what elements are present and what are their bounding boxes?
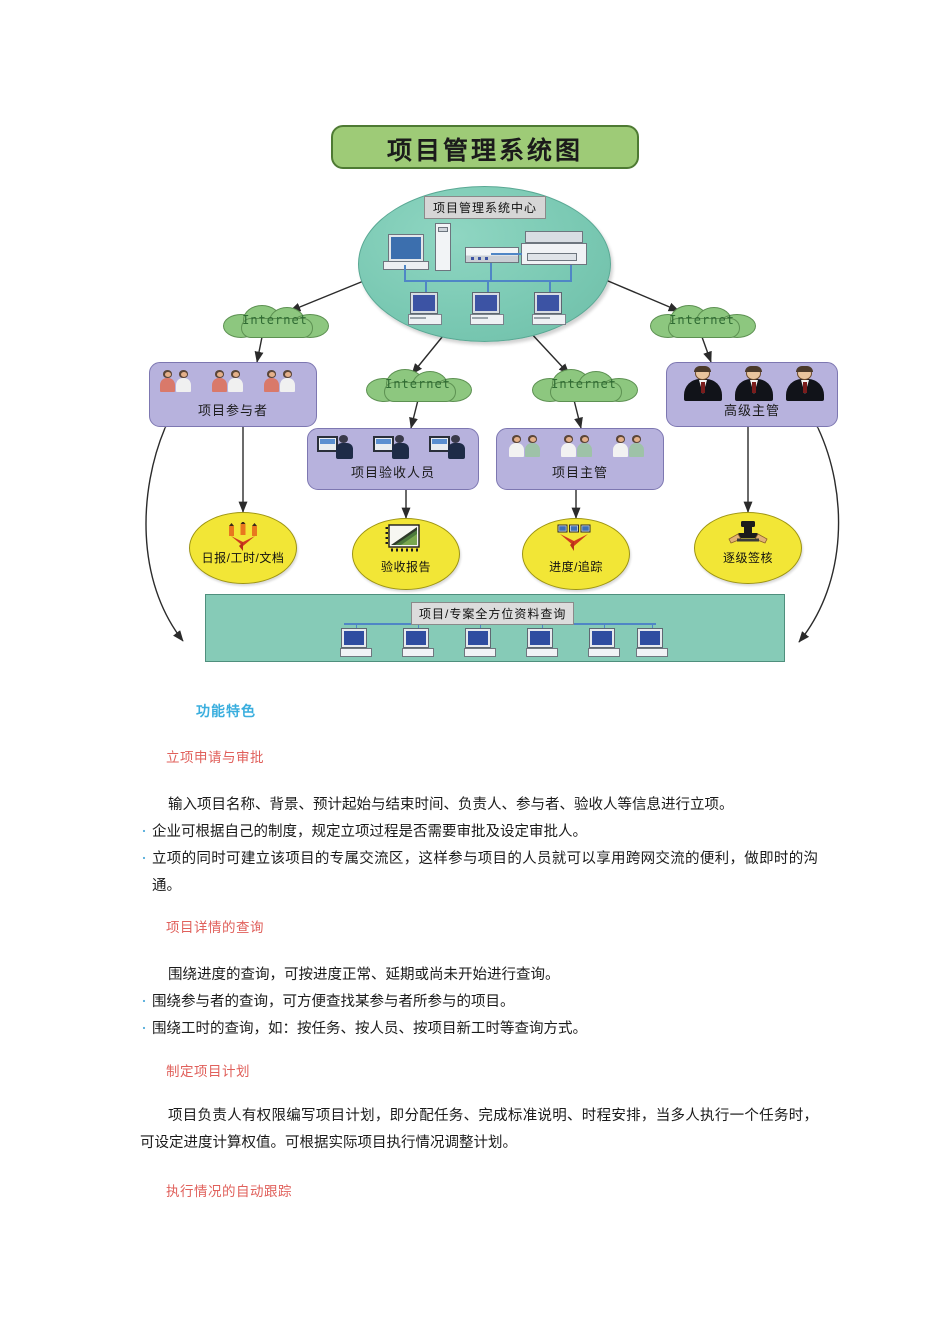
internet-cloud-right: Internet — [646, 304, 758, 338]
section-paragraph-2: 围绕进度的查询，可按进度正常、延期或尚未开始进行查询。 — [168, 967, 560, 983]
section-bullet-1-2: 立项的同时可建立该项目的专属交流区，这样参与项目的人员就可以享用跨网交流的便利，… — [140, 845, 818, 900]
internet-cloud-label: Internet — [385, 377, 451, 391]
function-label-progress: 进度/追踪 — [549, 560, 603, 574]
query-workstation — [340, 629, 374, 657]
person-group-icon — [264, 369, 304, 395]
diagram-title: 项目管理系统图 — [386, 137, 583, 165]
function-label-acceptance-report: 验收报告 — [380, 560, 431, 574]
query-workstation — [636, 629, 670, 657]
role-label-senior: 高级主管 — [723, 403, 780, 418]
system-center-label: 项目管理系统中心 — [424, 196, 547, 219]
internet-cloud-label: Internet — [669, 313, 735, 327]
section-bullet-2-2: 围绕工时的查询，如：按任务、按人员、按项目新工时等查询方式。 — [140, 1015, 818, 1043]
person-group-icon — [561, 434, 601, 460]
diagram-connectors — [145, 269, 840, 643]
person-group-icon — [212, 369, 252, 395]
section-title-4: 执行情况的自动跟踪 — [166, 1184, 292, 1199]
query-workstation — [526, 629, 560, 657]
center-printer-top — [525, 231, 583, 243]
signoff-icon — [728, 521, 768, 544]
center-printer-tray — [527, 253, 577, 261]
internet-cloud-label: Internet — [242, 313, 308, 327]
role-box-supervisor — [496, 428, 664, 490]
function-label-signoff: 逐级签核 — [722, 551, 773, 565]
query-workstation — [464, 629, 498, 657]
workstation-person-icon — [373, 434, 413, 461]
executive-icon — [681, 366, 725, 401]
section-title-1: 立项申请与审批 — [166, 750, 264, 765]
executive-icon — [783, 366, 827, 401]
internet-cloud-left: Internet — [219, 304, 331, 338]
query-workstation — [588, 629, 622, 657]
role-box-participants — [149, 362, 317, 427]
person-group-icon — [509, 434, 549, 460]
person-group-icon — [160, 369, 200, 395]
query-panel-label: 项目/专案全方位资料查询 — [411, 602, 575, 625]
role-label-supervisor: 项目主管 — [551, 465, 608, 480]
role-label-participants: 项目参与者 — [197, 403, 268, 418]
section-title-3: 制定项目计划 — [166, 1064, 250, 1079]
query-workstation — [402, 629, 436, 657]
diagram-title-banner — [331, 125, 639, 169]
role-box-acceptance — [307, 428, 479, 490]
internet-cloud-label: Internet — [551, 377, 617, 391]
section-paragraph-1: 输入项目名称、背景、预计起始与结束时间、负责人、参与者、验收人等信息进行立项。 — [168, 797, 734, 813]
center-laptop-screen — [389, 235, 423, 261]
function-ellipse-signoff — [694, 512, 802, 584]
docs-icon — [229, 522, 257, 551]
role-box-senior — [666, 362, 838, 427]
person-group-icon — [613, 434, 653, 460]
center-hub — [465, 247, 519, 263]
section-title-2: 项目详情的查询 — [166, 920, 264, 935]
role-label-acceptance: 项目验收人员 — [350, 465, 435, 480]
workstation-person-icon — [317, 434, 357, 461]
section-bullet-1-1: 企业可根据自己的制度，规定立项过程是否需要审批及设定审批人。 — [140, 818, 818, 846]
tracking-icon — [557, 524, 591, 551]
report-chart-icon — [385, 524, 420, 552]
feature-heading: 功能特色 — [196, 703, 256, 719]
function-label-daily-report: 日报/工时/文档 — [201, 551, 285, 565]
section-bullet-2-1: 围绕参与者的查询，可方便查找某参与者所参与的项目。 — [140, 988, 818, 1016]
system-diagram: 项目管理系统图 项目管理系统中心 — [145, 125, 840, 662]
section-paragraph-3: 项目负责人有权限编写项目计划，即分配任务、完成标准说明、时程安排，当多人执行一个… — [140, 1108, 818, 1151]
center-tower-bay — [438, 227, 448, 232]
workstation-person-icon — [429, 434, 469, 461]
lan-bus — [404, 280, 572, 282]
internet-cloud-mid-right: Internet — [528, 368, 640, 402]
internet-cloud-mid-left: Internet — [362, 368, 474, 402]
center-tower — [435, 223, 451, 271]
center-laptop-base — [383, 261, 429, 270]
executive-icon — [732, 366, 776, 401]
